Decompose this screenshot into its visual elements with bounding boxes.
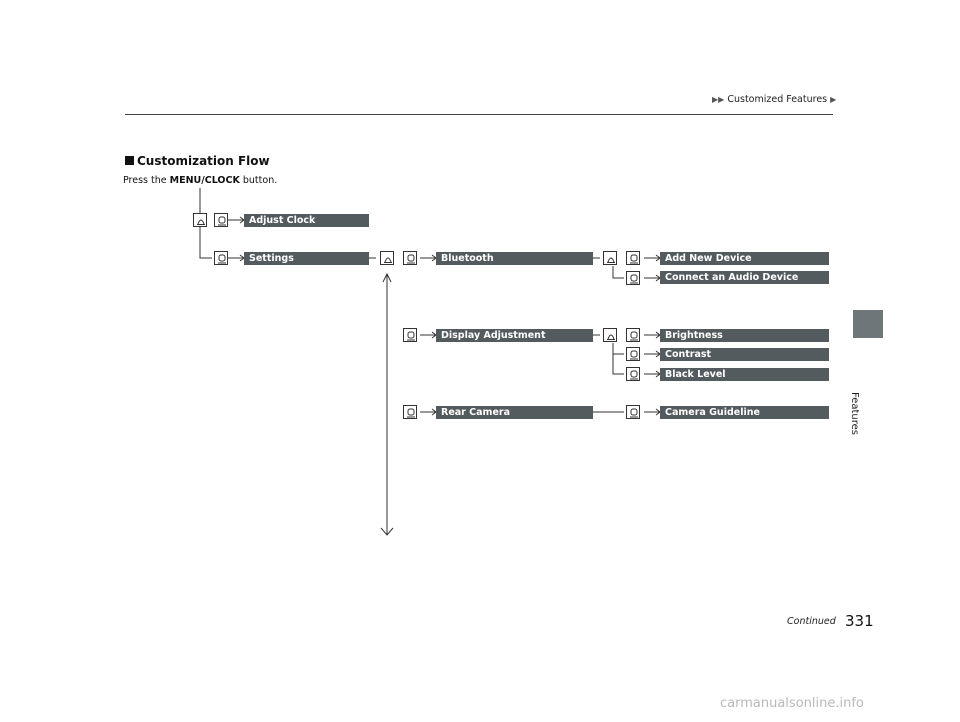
side-tab-marker (853, 310, 883, 338)
header-rule (125, 114, 833, 115)
instruction-button-name: MENU/CLOCK (169, 175, 240, 186)
section-title-text: Customization Flow (137, 154, 270, 168)
knob-press-icon (626, 367, 640, 381)
knob-dial-icon (603, 328, 617, 342)
breadcrumb-label: Customized Features (727, 94, 828, 105)
menu-item-connect-audio-device: Connect an Audio Device (660, 271, 829, 284)
knob-dial-icon (603, 251, 617, 265)
watermark: carmanualsonline.info (720, 696, 864, 711)
menu-item-bluetooth: Bluetooth (436, 252, 593, 265)
knob-press-icon (403, 251, 417, 265)
knob-press-icon (626, 405, 640, 419)
knob-press-icon (403, 405, 417, 419)
menu-item-settings: Settings (244, 252, 369, 265)
knob-dial-icon (380, 251, 394, 265)
menu-item-contrast: Contrast (660, 348, 829, 361)
continued-label: Continued (787, 616, 836, 627)
menu-item-add-new-device: Add New Device (660, 252, 829, 265)
knob-press-icon (403, 328, 417, 342)
menu-item-rear-camera: Rear Camera (436, 406, 593, 419)
instruction-text: Press the MENU/CLOCK button. (123, 175, 277, 186)
knob-dial-icon (193, 213, 207, 227)
knob-press-icon (214, 251, 228, 265)
knob-press-icon (626, 328, 640, 342)
breadcrumb: ▶▶ Customized Features ▶ (712, 94, 836, 105)
section-bullet-icon (125, 156, 134, 165)
section-title: Customization Flow (125, 154, 270, 168)
page-number: 331 (845, 612, 874, 630)
knob-press-icon (626, 347, 640, 361)
menu-item-display-adjustment: Display Adjustment (436, 329, 593, 342)
menu-item-camera-guideline: Camera Guideline (660, 406, 829, 419)
knob-press-icon (626, 271, 640, 285)
instruction-suffix: button. (242, 175, 278, 186)
menu-item-black-level: Black Level (660, 368, 829, 381)
instruction-prefix: Press the (123, 175, 167, 186)
menu-item-adjust-clock: Adjust Clock (244, 214, 369, 227)
knob-press-icon (214, 213, 228, 227)
menu-item-brightness: Brightness (660, 329, 829, 342)
breadcrumb-arrow-icon: ▶ (830, 95, 837, 104)
breadcrumb-arrow-icon: ▶▶ (712, 95, 725, 104)
knob-press-icon (626, 251, 640, 265)
